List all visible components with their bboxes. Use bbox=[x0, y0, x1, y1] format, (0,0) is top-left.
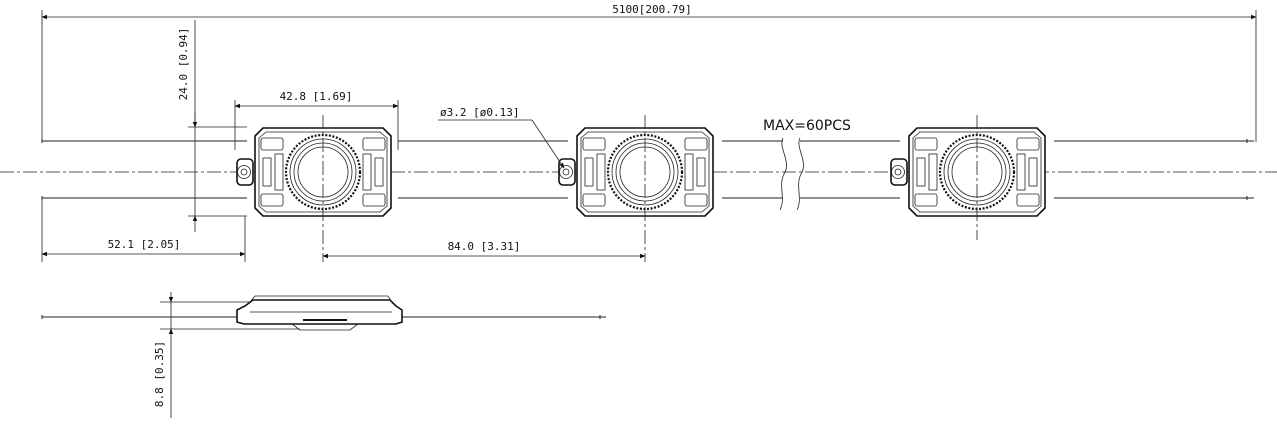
dim-pitch: 84.0 [3.31] bbox=[448, 240, 521, 253]
dim-total-length: 5100[200.79] bbox=[612, 3, 691, 16]
dim-height: 24.0 [0.94] bbox=[177, 28, 190, 101]
led-module-1 bbox=[235, 126, 393, 218]
led-module-2 bbox=[557, 126, 715, 218]
dim-module-width: 42.8 [1.69] bbox=[280, 90, 353, 103]
dim-lead-length: 52.1 [2.05] bbox=[108, 238, 181, 251]
max-pieces-note: MAX=60PCS bbox=[763, 118, 851, 134]
dim-thickness: 8.8 [0.35] bbox=[153, 341, 166, 407]
led-module-3 bbox=[889, 126, 1047, 218]
side-view bbox=[41, 295, 606, 331]
dim-mount-hole: ø3.2 [ø0.13] bbox=[440, 106, 519, 119]
